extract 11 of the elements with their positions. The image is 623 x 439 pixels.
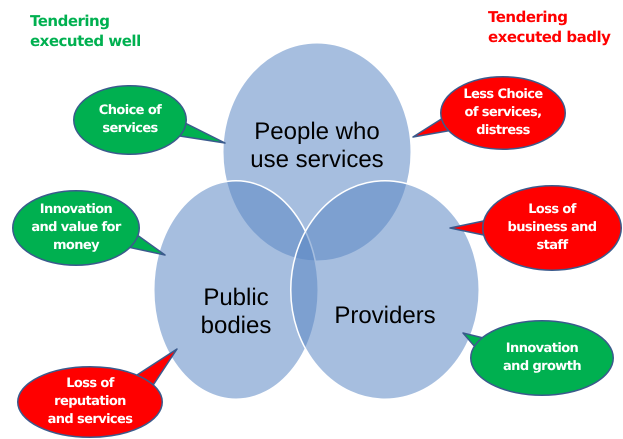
bubble-text: Innovation and value for money [30, 200, 122, 256]
circle-label: Providers [334, 302, 436, 330]
circle-label: People who use services [249, 118, 385, 174]
bubble-text: Loss of business and staff [506, 200, 598, 256]
circle-label: Public bodies [200, 284, 272, 340]
bubble-text: Innovation and growth [502, 340, 582, 376]
bubble-text: Less Choice of services, distress [462, 86, 544, 140]
bubble-text: Loss of reputation and services [46, 374, 134, 430]
column-heading: Tendering executed well [30, 12, 142, 51]
column-heading: Tendering executed badly [488, 8, 612, 47]
bubble-text: Choice of services [98, 102, 163, 138]
